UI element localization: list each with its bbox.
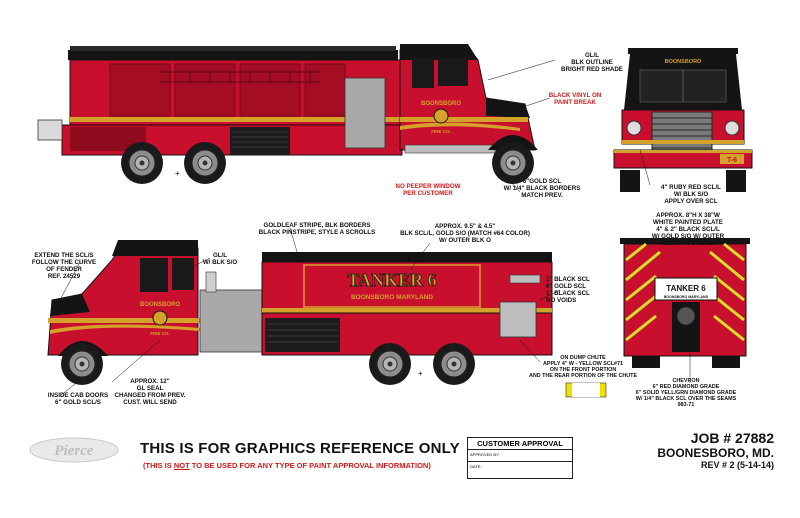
front-banner-text: BOONSBORO (665, 59, 702, 65)
note-approx-8: APPROX. 8"H X 38"W WHITE PAINTED PLATE 4… (651, 212, 725, 247)
reference-only-title: THIS IS FOR GRAPHICS REFERENCE ONLY (140, 440, 460, 457)
top-side-view: + (37, 44, 538, 185)
job-info: JOB # 27882 BOONESBORO, MD. REV # 2 (5-1… (657, 430, 774, 470)
paint-approval-warning: (THIS IS NOT TO BE USED FOR ANY TYPE OF … (143, 461, 431, 470)
pierce-logo: Pierce (29, 437, 119, 463)
customer-location: BOONESBORO, MD. (657, 446, 774, 460)
job-number: JOB # 27882 (690, 430, 774, 446)
note-gold-scl-front: 6"GOLD SCL W/ 1/4" BLACK BORDERS MATCH P… (503, 178, 581, 199)
approval-date-field[interactable]: DATE: (470, 464, 482, 469)
approved-by-field[interactable]: APPROVED BY: (468, 450, 572, 462)
cab-lettering-bottom: FIRE CO. (431, 129, 451, 134)
note-gl-seal: APPROX. 12" GL SEAL CHANGED FROM PREV. C… (114, 378, 186, 406)
note-inside-cab: INSIDE CAB DOORS 6" GOLD SCL/S (47, 392, 109, 406)
note-extend-scl: EXTEND THE SCL/S FOLLOW THE CURVE OF FEN… (31, 252, 97, 280)
note-dump-chute: ON DUMP CHUTE APPLY 4" W - YELLOW SCL#71… (528, 355, 638, 379)
note-side-scl: 1" BLACK SCL 6" GOLD SCL 1" BLACK SCL NO… (546, 276, 590, 304)
note-approx-95: APPROX. 9.5" & 4.5" BLK SCL/L, GOLD S/O … (400, 223, 530, 244)
revision: REV # 2 (5-14-14) (700, 460, 774, 470)
cab-lettering-side-bottom: FIRE CO. (150, 331, 170, 336)
rear-plate-sub: BOONSBORO MARYLAND (664, 295, 709, 299)
leader-lines (59, 59, 691, 397)
bumper-tag: T-6 (727, 157, 737, 164)
note-gl-blk-so: GL/L W/ BLK S/O (202, 252, 238, 266)
note-no-peeper: NO PEEPER WINDOW PER CUSTOMER (395, 183, 461, 197)
note-chevron: CHEVRON 6" RED DIAMOND GRADE 6" SOLID YE… (635, 378, 737, 408)
note-black-vinyl: BLACK VINYL ON PAINT BREAK (548, 92, 602, 106)
svg-text:+: + (175, 169, 180, 178)
customer-approval-box: CUSTOMER APPROVAL APPROVED BY: DATE: (467, 437, 573, 479)
note-goldleaf-stripe: GOLDLEAF STRIPE, BLK BORDERS BLACK PINST… (258, 222, 376, 236)
note-ruby-red: 4" RUBY RED SCL/L W/ BLK S/O APPLY OVER … (661, 184, 721, 205)
note-gl-blk-outline: GL/L BLK OUTLINE BRIGHT RED SHADE (561, 52, 623, 73)
front-view (613, 48, 753, 192)
tanker-sub-lettering: BOONSBORO MARYLAND (351, 294, 433, 301)
cab-lettering-top: BOONSBORO (421, 101, 461, 107)
bottom-side-view: + (47, 240, 553, 386)
svg-text:Pierce: Pierce (54, 443, 93, 459)
rear-view (620, 238, 750, 368)
rear-plate-label: TANKER 6 (666, 284, 706, 293)
approval-title: CUSTOMER APPROVAL (468, 438, 572, 450)
tanker-lettering: TANKER 6 (347, 270, 436, 290)
cab-lettering-side: BOONSBORO (140, 302, 180, 308)
dump-chute-sample (565, 382, 607, 398)
svg-text:+: + (418, 369, 423, 378)
